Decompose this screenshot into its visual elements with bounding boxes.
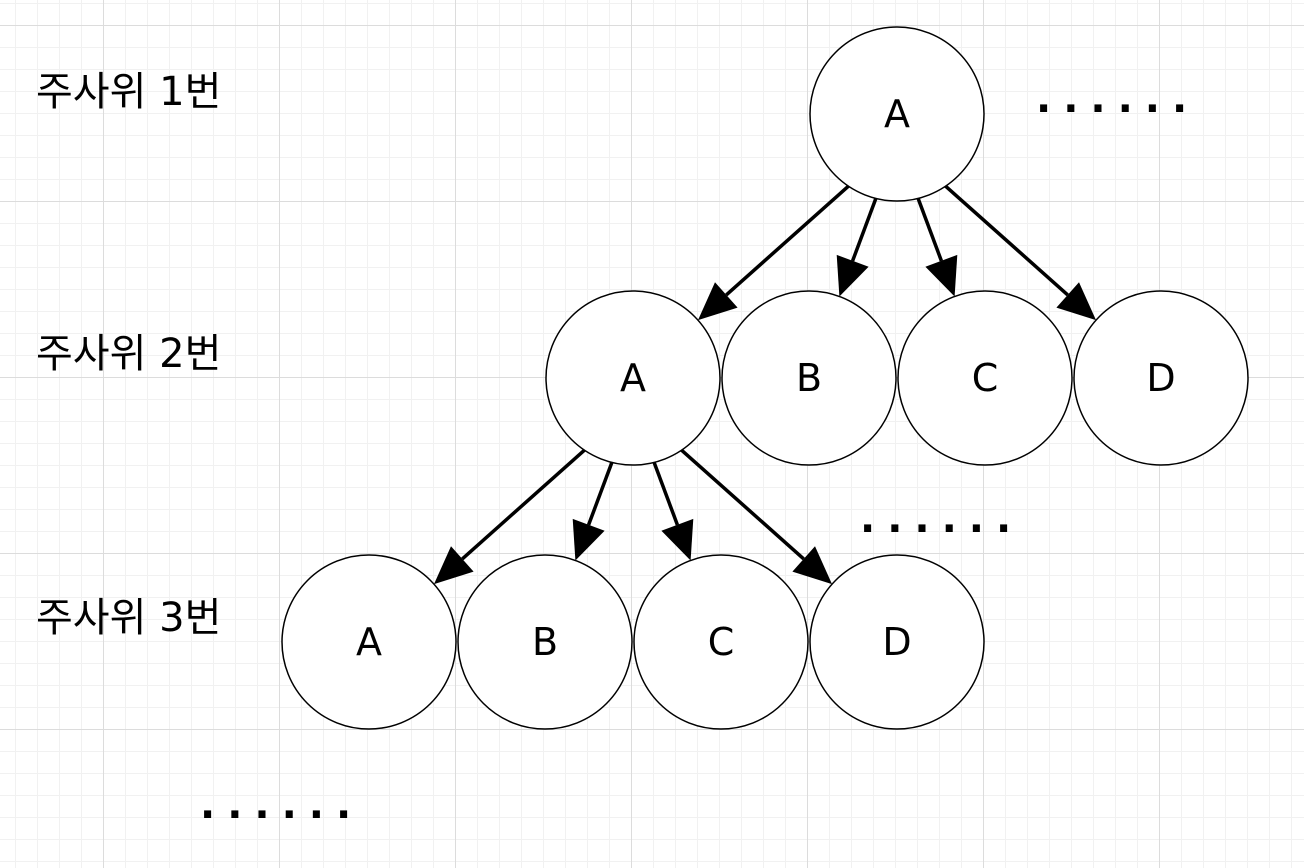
arrow-head <box>572 518 605 561</box>
ellipsis-row-1: ...... <box>1036 76 1199 122</box>
arrow-head <box>698 282 738 321</box>
arrow-head <box>434 546 474 585</box>
node-label: A <box>356 620 382 664</box>
node-label: A <box>620 356 646 400</box>
row-label-dice-2: 주사위 2번 <box>36 331 222 377</box>
edge-line <box>725 184 850 297</box>
node-level3-c: C <box>633 554 809 730</box>
node-label: B <box>796 356 822 400</box>
arrow-head <box>792 546 832 585</box>
arrow-head <box>925 254 958 297</box>
edge-line <box>461 448 586 561</box>
arrow-head <box>1056 282 1096 321</box>
node-level1-a: A <box>809 26 985 202</box>
ellipsis-row-2: ...... <box>860 496 1023 542</box>
ellipsis-row-3: ...... <box>200 782 363 828</box>
node-level3-a: A <box>281 554 457 730</box>
edges <box>434 184 1096 585</box>
arrow-head <box>661 518 694 561</box>
edge-line <box>680 448 805 561</box>
edge-line <box>944 184 1069 297</box>
node-circle <box>1073 290 1249 466</box>
row-label-dice-1: 주사위 1번 <box>36 69 222 115</box>
node-level3-d: D <box>809 554 985 730</box>
node-label: B <box>532 620 558 664</box>
node-label: A <box>884 92 910 136</box>
node-label: C <box>972 356 999 400</box>
node-level2-d: D <box>1073 290 1249 466</box>
row-label-dice-3: 주사위 3번 <box>36 595 222 641</box>
node-circle <box>809 554 985 730</box>
node-label: D <box>1146 356 1175 400</box>
nodes: A A B C D A B C D <box>281 26 1249 730</box>
node-circle <box>545 290 721 466</box>
edge-line <box>916 197 944 262</box>
node-circle <box>721 290 897 466</box>
edge-line <box>652 461 680 526</box>
node-label: D <box>882 620 911 664</box>
node-circle <box>457 554 633 730</box>
node-circle <box>809 26 985 202</box>
node-level2-b: B <box>721 290 897 466</box>
node-circle <box>897 290 1073 466</box>
node-circle <box>633 554 809 730</box>
arrow-head <box>836 254 869 297</box>
node-level2-a: A <box>545 290 721 466</box>
node-circle <box>281 554 457 730</box>
node-level3-b: B <box>457 554 633 730</box>
edge-line <box>850 197 878 262</box>
node-level2-c: C <box>897 290 1073 466</box>
node-label: C <box>708 620 735 664</box>
edge-line <box>586 461 614 526</box>
